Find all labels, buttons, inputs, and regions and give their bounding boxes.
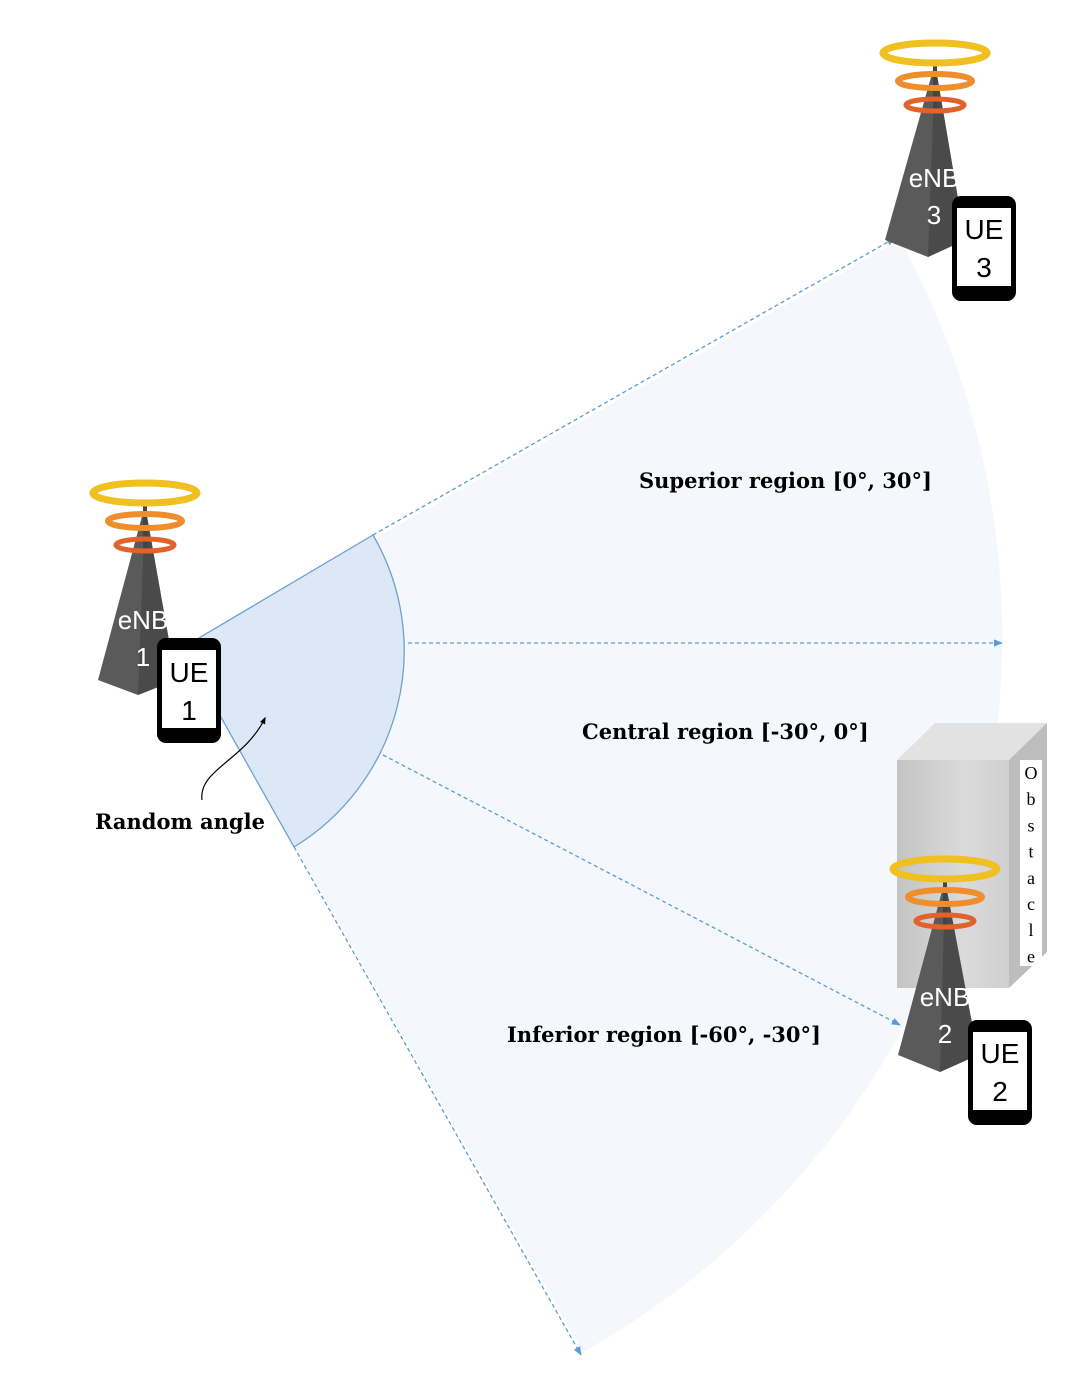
superior-region-label: Superior region [0°, 30°] (639, 468, 932, 493)
ue2-label: UE (981, 1038, 1020, 1069)
arrow-to-enb2 (382, 754, 901, 1026)
ue1-label: UE (170, 657, 209, 688)
central-region-label: Central region [-30°, 0°] (582, 719, 869, 744)
random-angle-pointer (201, 716, 266, 801)
random-angle-label: Random angle (95, 809, 265, 834)
ue3-phone-icon: UE 3 (952, 196, 1016, 301)
ue1-phone-icon: UE 1 (157, 638, 221, 743)
ue1-number: 1 (181, 695, 197, 726)
enb1-antenna-rings-icon (93, 483, 197, 551)
ue3-number: 3 (976, 252, 992, 283)
ue2-phone-icon: UE 2 (968, 1020, 1032, 1125)
obstacle-letter: c (1027, 894, 1035, 914)
obstacle-letter: l (1028, 920, 1033, 940)
enb3-antenna-rings-icon (883, 43, 987, 111)
ue3-label: UE (965, 214, 1004, 245)
obstacle-letter: t (1028, 842, 1033, 862)
enb1-label: eNB (118, 605, 169, 635)
enb3-number: 3 (927, 200, 941, 230)
obstacle-letter: O (1025, 763, 1038, 783)
arrow-lower-bound (293, 846, 582, 1356)
ue2-number: 2 (992, 1076, 1008, 1107)
enb3-label: eNB (909, 163, 960, 193)
random-angle-sector (181, 534, 405, 848)
inferior-region-label: Inferior region [-60°, -30°] (507, 1022, 821, 1047)
obstacle-letter: a (1027, 868, 1035, 888)
enb2-number: 2 (938, 1019, 952, 1049)
obstacle-letter: s (1027, 815, 1034, 835)
obstacle-letter: b (1027, 789, 1036, 809)
arrow-to-enb3 (372, 237, 896, 536)
obstacle-letter: e (1027, 946, 1035, 966)
enb1-tower: eNB 1 (93, 483, 197, 695)
coverage-sector (182, 240, 1003, 1352)
enb2-tower: eNB 2 (893, 859, 997, 1072)
enb3-tower: eNB 3 (883, 43, 987, 257)
enb1-number: 1 (136, 642, 150, 672)
enb2-label: eNB (920, 982, 971, 1012)
